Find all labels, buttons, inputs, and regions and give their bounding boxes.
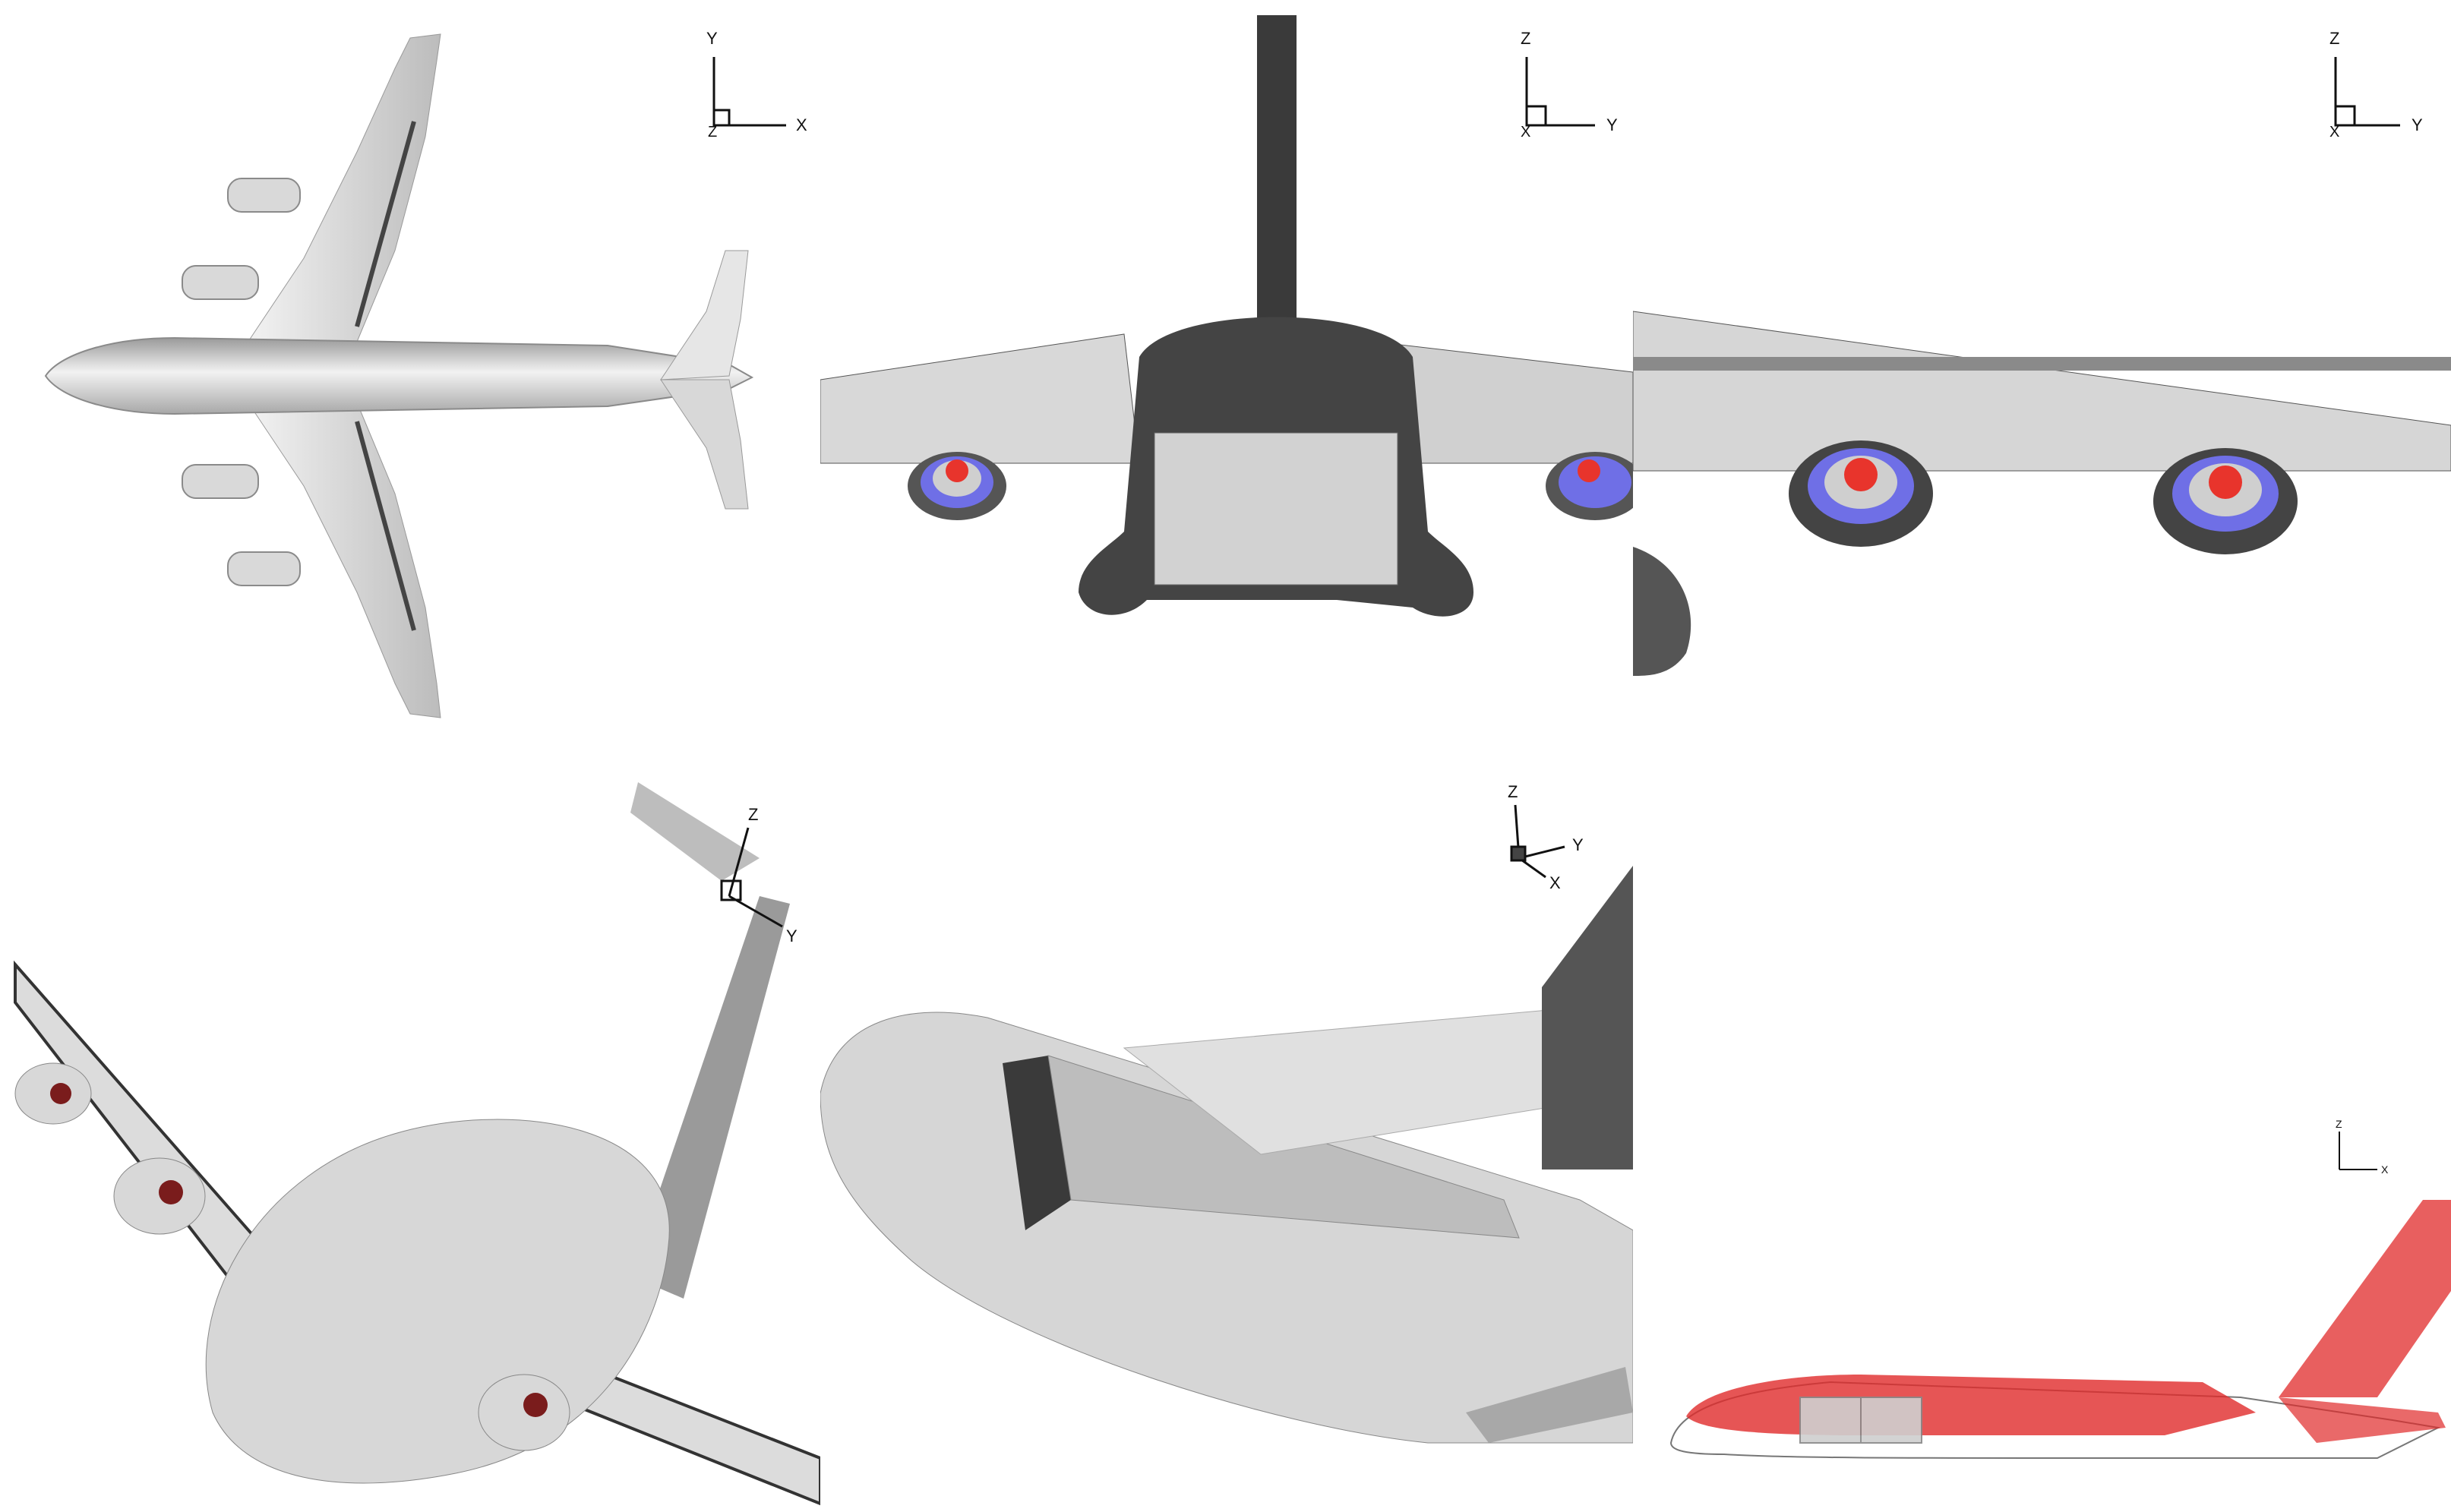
axis-triad-top [712,57,786,127]
tail-highlight [2279,1200,2451,1397]
axis-triad-closeup [1510,804,1565,879]
axis-label-origin: X [1521,124,1530,140]
horizontal-tail [660,250,749,380]
wing-edge [1633,357,2451,371]
engine-outboard [2153,448,2298,554]
vertical-tail [1542,866,1633,1170]
axis-label-vertical: Z [1521,29,1530,48]
vertical-tail [1257,15,1297,334]
fuselage [44,336,754,415]
axis-triad-iso [720,827,783,928]
rear-isometric-render: Z Y [14,782,820,1506]
rear-isometric-panel: Z Y [0,775,820,1512]
front-view-render: Z Y X [820,15,1633,617]
axis-label-a: Z [1508,782,1518,801]
axis-label-c: X [1549,873,1561,892]
axis-label-horizontal: X [796,115,807,134]
left-wing [820,333,1140,464]
axis-label-horizontal: Y [1606,115,1618,134]
left-wing [242,33,441,350]
flap-tracks [355,121,416,631]
cargo-opening [1003,1056,1071,1230]
cargo-ramp [1154,432,1398,586]
fuselage-edge [1633,547,1691,676]
engine-right [1546,452,1633,520]
front-view-zoomed-panel: Z Y X [1633,0,2451,744]
top-view-panel: Y X Z [0,0,820,744]
front-view-zoomed-render: Z Y X [1633,29,2451,676]
horizontal-tail-lower [660,379,749,510]
axis-triad-front [1525,57,1595,127]
wing-surface [1123,1002,1633,1155]
axis-label-vertical: Y [706,29,718,48]
tail-wing-highlight [2279,1397,2446,1443]
fuselage-rear [205,1119,670,1484]
axis-label-origin: X [2329,124,2339,140]
internal-structure [1799,1397,1922,1444]
axis-label-origin: Z [708,124,717,140]
fuselage-highlight [1686,1375,2256,1435]
axis-label-b: X [2381,1163,2389,1176]
top-view-render: Y X Z [44,29,807,718]
tail-boom [630,896,790,1299]
engines-iso [14,1062,570,1451]
axis-label-b: Y [1572,835,1584,854]
engine-left [908,452,1006,520]
transparent-side-panel: Z X [1633,775,2451,1512]
tail-fin [630,782,760,881]
wing-underside [1633,311,2451,472]
axis-label-a: Z [748,805,758,824]
axis-triad-zoomed [2334,57,2400,127]
cargo-ramp [1466,1367,1633,1443]
axis-label-vertical: Z [2329,29,2339,48]
cargo-closeup-render: Z Y X [820,782,1633,1444]
axis-label-b: Y [786,926,798,945]
cargo-closeup-panel: Z Y X [820,775,1633,1512]
axis-label-horizontal: Y [2412,115,2423,134]
axis-label-a: Z [2336,1118,2342,1130]
right-wing [242,394,441,718]
front-view-panel: Z Y X [820,0,1633,744]
axis-triad-side [2339,1132,2377,1170]
engines [182,178,301,586]
transparent-side-render: Z X [1669,1118,2451,1459]
engine-inboard [1789,440,1933,547]
